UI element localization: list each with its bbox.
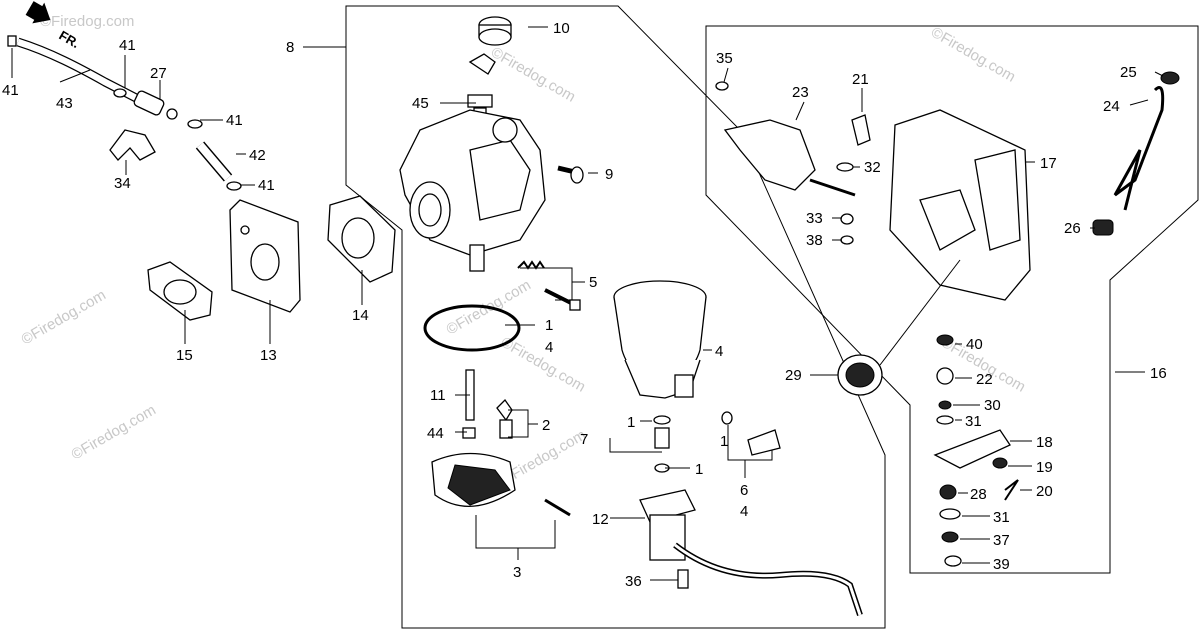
callout-45: 45 [412,95,429,112]
callout-25: 25 [1120,64,1137,81]
callout-24: 24 [1103,98,1120,115]
callout-11: 11 [430,387,446,404]
callout-13: 13 [260,347,277,364]
callout-34: 34 [114,175,131,192]
fuel-tube-43 [7,35,143,105]
carburetor-body [399,16,546,272]
tube-clamp-34 [109,129,156,161]
callout-43: 43 [56,95,73,112]
callout-4: 4 [715,343,723,360]
callout-28: 28 [970,486,987,503]
gasket-14 [327,195,396,283]
governor-group-outline [705,25,1199,574]
drain-screw-6 [721,411,781,456]
float-3 [431,452,571,517]
callout-32: 32 [864,159,881,176]
callout-33: 33 [806,210,823,227]
small-fasteners [715,81,854,245]
callout-36: 36 [625,573,642,590]
callout-8: 8 [286,39,294,56]
watermark-layer: ©Firedog.com ©Firedog.com ©Firedog.com ©… [19,13,1029,488]
callout-31: 31 [965,413,982,430]
callout-41: 41 [119,37,136,54]
front-direction-label: FR. [57,28,83,51]
watermark: ©Firedog.com [488,44,578,106]
callout-38: 38 [806,232,823,249]
callout-15: 15 [176,347,193,364]
callout-31: 31 [993,509,1010,526]
callout-1: 1 [627,414,635,431]
fuel-joint-27 [133,90,178,120]
washer-stack [933,334,1019,567]
callout-42: 42 [249,147,266,164]
callout-29: 29 [785,367,802,384]
watermark: ©Firedog.com [19,287,109,349]
callout-21: 21 [852,71,869,88]
callout-16: 16 [1150,365,1167,382]
callout-2: 2 [542,417,550,434]
callout-4: 4 [545,339,553,356]
callout-17: 17 [1040,155,1057,172]
callout-14: 14 [352,307,369,324]
float-chamber-4 [613,280,707,399]
callout-41: 41 [258,177,275,194]
leader-lines [11,26,1164,581]
grommet-26 [1092,219,1114,236]
callout-3: 3 [513,564,521,581]
callout-6: 6 [740,482,748,499]
float-chamber-gasket [423,304,521,352]
callout-labels: 8 10 45 9 5 1 4 4 11 44 2 3 1 7 1 1 6 4 … [2,20,1167,590]
callout-19: 19 [1036,459,1053,476]
screw-9 [557,165,584,184]
pulley-29 [837,354,883,396]
callout-27: 27 [150,65,167,82]
callout-1: 1 [545,317,553,334]
watermark: ©Firedog.com [40,13,134,30]
callout-7: 7 [580,431,588,448]
fuel-hose-42 [195,141,233,182]
callout-1: 1 [720,433,728,450]
insulator-13 [229,199,301,313]
grommet-25 [1160,71,1180,85]
callout-22: 22 [976,371,993,388]
gasket-15 [147,261,213,321]
watermark: ©Firedog.com [928,24,1018,86]
drain-bolt-7 [653,415,671,473]
hose-clip-41 [113,88,242,191]
callout-20: 20 [1036,483,1053,500]
callout-18: 18 [1036,434,1053,451]
main-jet-11 [462,369,513,439]
callout-10: 10 [553,20,570,37]
callout-39: 39 [993,556,1010,573]
callout-41: 41 [226,112,243,129]
fuel-cut-solenoid-12 [639,489,863,616]
callout-35: 35 [716,50,733,67]
callout-40: 40 [966,336,983,353]
callout-41: 41 [2,82,19,99]
callout-30: 30 [984,397,1001,414]
link-21 [851,114,871,146]
callout-5: 5 [589,274,597,291]
spring-24 [1113,86,1165,211]
callout-9: 9 [605,166,613,183]
watermark: ©Firedog.com [498,334,588,396]
throttle-bracket-17 [889,109,1031,301]
pilot-screw-5 [517,260,581,311]
watermark: ©Firedog.com [69,402,159,464]
callout-4: 4 [740,503,748,520]
callout-12: 12 [592,511,609,528]
callout-23: 23 [792,84,809,101]
callout-26: 26 [1064,220,1081,237]
callout-1: 1 [695,461,703,478]
callout-44: 44 [427,425,444,442]
callout-37: 37 [993,532,1010,549]
choke-diaphragm-23 [723,119,856,197]
